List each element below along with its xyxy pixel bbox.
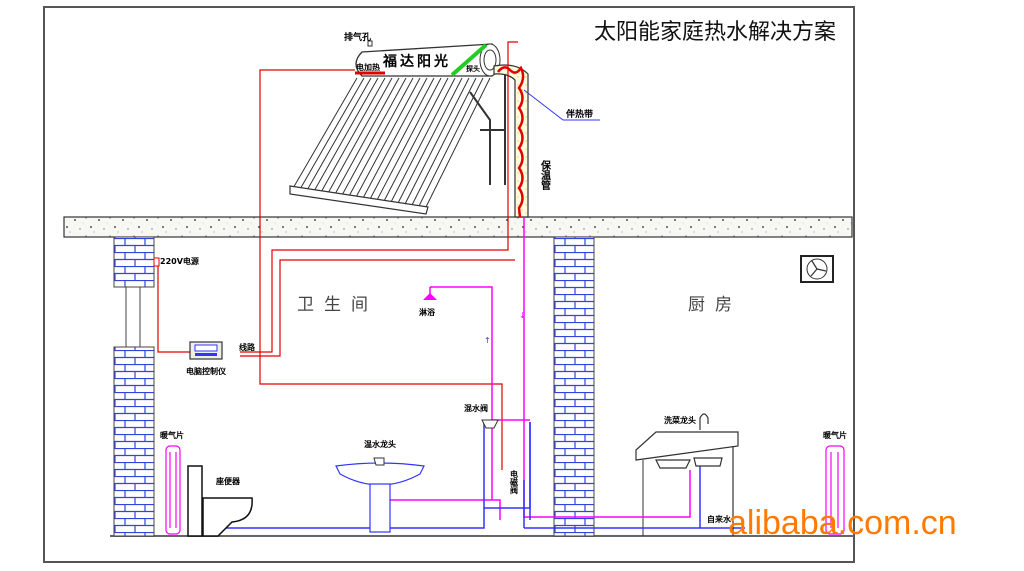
- electric-heater-label: 电加热: [356, 62, 380, 72]
- tank-brand-label: 福达阳光: [382, 53, 451, 70]
- radiator-right-icon: [825, 445, 845, 535]
- controller-icon: [189, 341, 223, 360]
- vent-hole-label: 排气孔: [344, 31, 371, 43]
- basin-faucet-label: 温水龙头: [364, 439, 396, 449]
- kitchen-sink: [635, 413, 739, 536]
- room-bathroom: 卫生间: [297, 295, 378, 315]
- wiring-label: 线路: [239, 342, 256, 352]
- insulated-pipe: [493, 64, 529, 218]
- heat-trace-cable: [497, 65, 525, 218]
- sensor-line: [450, 43, 488, 77]
- controller-label: 电脑控制仪: [186, 366, 227, 376]
- wall-left-lower: [113, 346, 155, 537]
- exhaust-fan-icon: [800, 255, 834, 283]
- mixing-valve-label: 混水阀: [464, 403, 488, 413]
- hot-water-pipes: [380, 217, 691, 520]
- room-kitchen: 厨房: [688, 295, 742, 315]
- radiator-left-label: 暖气片: [160, 430, 184, 440]
- solenoid-valve-label: 电磁阀: [510, 469, 519, 495]
- wash-basin: [335, 462, 425, 533]
- diagram-title: 太阳能家庭热水解决方案: [594, 20, 836, 45]
- shower-label: 淋浴: [419, 307, 436, 317]
- faucet-icon: [373, 457, 385, 466]
- heat-trace-leader: [523, 89, 564, 121]
- toilet: [187, 465, 253, 537]
- radiator-right-label: 暖气片: [823, 430, 847, 440]
- tap-water-label: 自来水: [707, 514, 732, 524]
- flow-arrow-up: ↑: [484, 336, 491, 345]
- mixing-valve-icon: [481, 419, 499, 429]
- flow-arrow-down: ↓: [519, 311, 526, 320]
- radiator-icon: [165, 445, 181, 535]
- roof-slab: [63, 216, 853, 238]
- watermark: alibaba.com.cn: [728, 504, 957, 542]
- power-220v-label: 220V电源: [160, 256, 199, 266]
- wall-left-gap: [125, 286, 141, 348]
- wall-left-upper: [113, 236, 155, 288]
- toilet-label: 座便器: [215, 476, 241, 486]
- insulated-pipe-label: 保温管: [539, 159, 552, 191]
- cold-water-pipes: [196, 422, 745, 529]
- control-wiring: [157, 41, 518, 470]
- shower-head-icon: [423, 287, 437, 300]
- sink-faucet-label: 洗菜龙头: [664, 415, 696, 425]
- power-socket: [153, 257, 160, 267]
- heat-trace-label: 伴热带: [565, 108, 593, 120]
- sensor-label: 探头: [466, 64, 480, 73]
- wall-middle: [553, 236, 595, 537]
